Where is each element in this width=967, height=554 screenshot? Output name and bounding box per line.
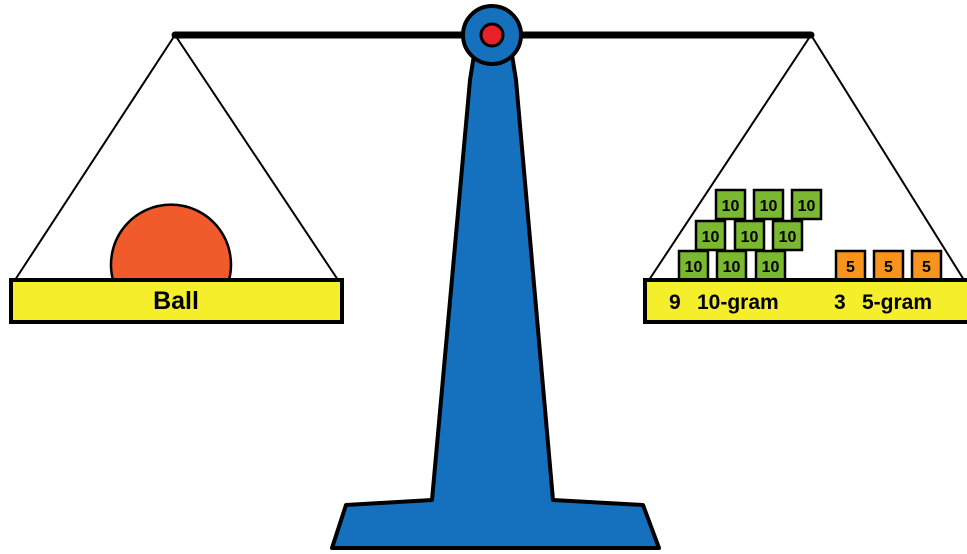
weight-5: 5 — [910, 249, 943, 282]
weight-10: 10 — [754, 249, 787, 282]
weight-10: 10 — [752, 188, 785, 221]
pivot-pin — [479, 22, 505, 48]
right-string-left — [648, 34, 812, 281]
weight-10: 10 — [771, 219, 804, 252]
right-string-right — [810, 34, 965, 281]
left-pan — [9, 278, 344, 324]
svg-text:10: 10 — [762, 259, 780, 276]
weight-10: 10 — [790, 188, 823, 221]
svg-text:5: 5 — [922, 259, 931, 276]
weight-10: 10 — [677, 249, 710, 282]
weight-5: 5 — [834, 249, 867, 282]
ball — [109, 203, 233, 282]
weight-10: 10 — [714, 188, 747, 221]
svg-text:10: 10 — [685, 259, 703, 276]
left-string-right — [174, 34, 339, 281]
weight-10: 10 — [715, 249, 748, 282]
right-pan-unit-5: 5-gram — [862, 291, 932, 314]
left-pan-label: Ball — [153, 287, 199, 315]
right-pan-count-5: 3 — [834, 291, 846, 314]
right-pan-count-10: 9 — [669, 291, 681, 314]
svg-text:10: 10 — [723, 259, 741, 276]
right-pan — [643, 278, 967, 324]
svg-text:10: 10 — [702, 229, 720, 246]
weight-10: 10 — [733, 219, 766, 252]
svg-text:10: 10 — [798, 198, 816, 215]
svg-text:5: 5 — [846, 259, 855, 276]
svg-text:10: 10 — [760, 198, 778, 215]
five-gram-weights: 5 5 5 — [834, 249, 943, 282]
weight-5: 5 — [872, 249, 905, 282]
ten-gram-weights: 10 10 10 10 10 10 10 10 — [677, 188, 823, 282]
left-string-left — [14, 34, 176, 281]
svg-text:10: 10 — [722, 198, 740, 215]
svg-text:5: 5 — [884, 259, 893, 276]
svg-text:10: 10 — [741, 229, 759, 246]
weight-10: 10 — [694, 219, 727, 252]
svg-text:10: 10 — [779, 229, 797, 246]
right-pan-unit-10: 10-gram — [697, 291, 779, 314]
scale-stand — [330, 53, 661, 550]
